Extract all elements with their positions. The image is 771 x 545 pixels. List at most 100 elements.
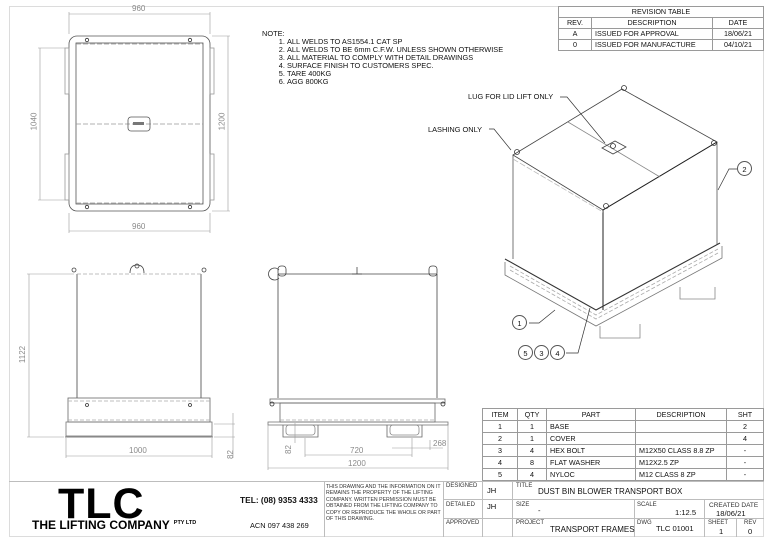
rev-date: 04/10/21: [712, 39, 764, 51]
bom-header-sht: SHT: [726, 408, 764, 421]
balloon-item-4: 4: [550, 345, 565, 360]
bom-part: COVER: [546, 432, 636, 445]
dim-right-height: 1200: [217, 112, 227, 131]
divider: [704, 499, 705, 537]
dim-top-width: 960: [132, 4, 146, 13]
rev-description: ISSUED FOR APPROVAL: [591, 28, 713, 40]
copyright-notice: THIS DRAWING AND THE INFORMATION ON IT R…: [326, 484, 441, 523]
bom-header-part: PART: [546, 408, 636, 421]
note-item: SURFACE FINISH TO CUSTOMERS SPEC.: [287, 62, 503, 70]
bom-part: HEX BOLT: [546, 444, 636, 457]
revision-table: REVISION TABLE REV. DESCRIPTION DATE A I…: [558, 6, 764, 51]
side-view: [267, 265, 449, 470]
front-view: [27, 263, 235, 458]
divider: [443, 518, 764, 519]
title-label: TITLE: [516, 483, 533, 489]
bom-item: 4: [482, 456, 518, 469]
bom-header-qty: QTY: [517, 408, 547, 421]
rev-header-rev: REV.: [558, 17, 592, 29]
scale-label: SCALE: [637, 502, 657, 508]
bom-sht: -: [726, 468, 764, 481]
dim-front-width: 1000: [129, 446, 147, 455]
bom-qty: 4: [517, 444, 547, 457]
created-date-label: CREATED DATE: [709, 502, 759, 509]
dim-front-base-height: 82: [225, 450, 235, 459]
rev-number: 0: [748, 527, 753, 536]
size-value: -: [538, 506, 541, 515]
approved-label: APPROVED: [446, 520, 480, 526]
bom-part: BASE: [546, 420, 636, 433]
dim-side-width: 1200: [348, 459, 366, 468]
bom-item: 1: [482, 420, 518, 433]
bom-item: 3: [482, 444, 518, 457]
bom-qty: 4: [517, 468, 547, 481]
bom-sht: -: [726, 444, 764, 457]
scale-value: 1:12.5: [675, 508, 697, 517]
dim-fork-width: 268: [433, 439, 447, 448]
acn-number: ACN 097 438 269: [250, 521, 309, 530]
drawing-border: [9, 6, 764, 537]
divider: [443, 481, 444, 537]
bom-sht: -: [726, 456, 764, 469]
dim-fork-height: 82: [283, 445, 293, 454]
note-item: TARE 400KG: [287, 70, 503, 78]
bom-description: M12X50 CLASS 8.8 ZP: [635, 444, 727, 457]
note-item: AGG 800KG: [287, 78, 503, 86]
dim-left-height: 1040: [29, 112, 39, 131]
balloon-item-3: 3: [534, 345, 549, 360]
dim-front-height: 1122: [18, 345, 28, 364]
created-date: 18/06/21: [716, 509, 746, 518]
bom-qty: 1: [517, 420, 547, 433]
divider: [512, 481, 513, 537]
divider: [634, 499, 635, 537]
designed-value: JH: [487, 486, 497, 495]
telephone: TEL: (08) 9353 4333: [240, 495, 318, 505]
bom-header-item: ITEM: [482, 408, 518, 421]
designed-label: DESIGNED: [446, 483, 478, 489]
rev-header-description: DESCRIPTION: [591, 17, 713, 29]
note-item: ALL MATERIAL TO COMPLY WITH DETAIL DRAWI…: [287, 54, 503, 62]
notes-block: NOTE: ALL WELDS TO AS1554.1 CAT SP ALL W…: [262, 30, 503, 86]
balloon-item-2: 2: [737, 161, 752, 176]
callout-lid-lug: LUG FOR LID LIFT ONLY: [468, 92, 554, 101]
divider: [324, 481, 325, 537]
isometric-view: [489, 85, 737, 354]
detailed-label: DETAILED: [446, 502, 475, 508]
bom-part: NYLOC: [546, 468, 636, 481]
bom-item: 2: [482, 432, 518, 445]
divider: [482, 481, 483, 537]
bom-sht: 2: [726, 420, 764, 433]
size-label: SIZE: [516, 502, 530, 508]
revision-row: 0 ISSUED FOR MANUFACTURE 04/10/21: [558, 39, 764, 51]
bom-description: M12 CLASS 8 ZP: [635, 468, 727, 481]
divider: [736, 518, 737, 537]
sheet-label: SHEET: [708, 520, 729, 526]
rev-code: A: [558, 28, 592, 40]
bom-description: M12X2.5 ZP: [635, 456, 727, 469]
bom-item: 5: [482, 468, 518, 481]
bom-qty: 8: [517, 456, 547, 469]
revision-row: A ISSUED FOR APPROVAL 18/06/21: [558, 28, 764, 40]
project-label: PROJECT: [516, 520, 545, 526]
title-block: [9, 481, 764, 538]
divider: [443, 499, 764, 500]
rev-header-date: DATE: [712, 17, 764, 29]
rev-date: 18/06/21: [712, 28, 764, 40]
dwg-number: TLC 01001: [656, 524, 694, 533]
bom-part: FLAT WASHER: [546, 456, 636, 469]
company-logo: TLC: [58, 480, 145, 528]
note-item: ALL WELDS TO BE 6mm C.F.W. UNLESS SHOWN …: [287, 46, 503, 54]
bom-description: [635, 420, 727, 433]
detailed-value: JH: [487, 502, 497, 511]
dwg-label: DWG: [637, 520, 652, 526]
notes-heading: NOTE:: [262, 29, 285, 38]
rev-code: 0: [558, 39, 592, 51]
bom-sht: 4: [726, 432, 764, 445]
